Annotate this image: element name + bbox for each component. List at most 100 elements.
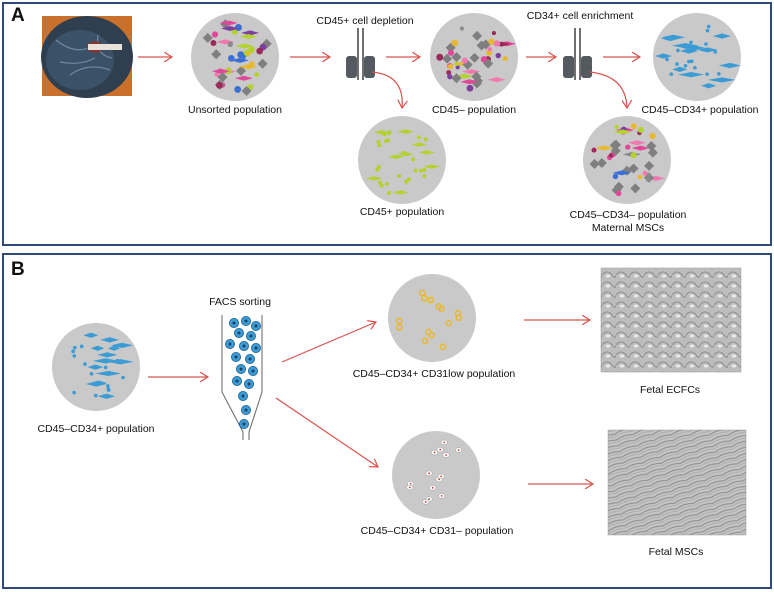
cell-blue: [79, 344, 84, 349]
cd34neg-label: CD45–CD34– population: [569, 209, 687, 221]
cell-blue: [676, 48, 680, 53]
cell-yellow: [421, 337, 429, 345]
arrow-column2-to-cd34neg: [589, 71, 627, 108]
cell-round: [466, 84, 474, 92]
magnetic-column-1: [346, 28, 375, 80]
cell-nucleus: [445, 454, 447, 456]
step1-label: CD45+ cell depletion: [316, 15, 414, 27]
cell-blue: [675, 62, 679, 66]
cell-blue: [89, 371, 94, 376]
cell-blue: [106, 388, 111, 392]
cell-blue: [71, 349, 75, 354]
cell-nucleus: [408, 486, 411, 489]
cell-round: [630, 123, 637, 130]
cell-green: [422, 167, 427, 172]
facs-cell-nucleus: [242, 344, 246, 348]
cell-spindle: [628, 140, 647, 146]
cell-blue-spindle: [661, 34, 686, 40]
cell-green: [377, 143, 382, 148]
fetal-mscs-label: Fetal MSCs: [648, 546, 704, 558]
micrograph-fetal-mscs: [607, 429, 747, 536]
cell-blue-spindle: [701, 83, 717, 89]
cell-blue-spindle: [672, 66, 688, 72]
facs-cell-nucleus: [254, 324, 258, 328]
cell-blue: [94, 393, 98, 398]
cell-grey: [610, 145, 621, 156]
cell-green: [418, 168, 423, 173]
cell-green: [379, 183, 384, 188]
cell-blue-spindle: [654, 53, 672, 59]
cell-green: [406, 177, 411, 182]
cd31low-label: CD45–CD34+ CD31low population: [352, 368, 516, 380]
cell-green-spindle: [392, 190, 409, 195]
cell-round: [447, 63, 454, 70]
cell-grey: [646, 140, 657, 151]
cell-spindle: [211, 68, 230, 74]
cell-blue-spindle: [681, 45, 706, 51]
fetal-ecfcs-label: Fetal ECFCs: [639, 384, 701, 396]
cell-blue-spindle: [107, 359, 134, 365]
input-population-label: CD45–CD34+ population: [37, 423, 155, 435]
arrow-facs-to-cd31neg: [275, 397, 378, 467]
cell-yellow: [396, 324, 403, 331]
cell-round: [637, 174, 643, 180]
magnetic-column-2: [563, 28, 592, 80]
cell-round: [630, 152, 637, 159]
cell-blue: [669, 72, 674, 76]
cell-spindle: [241, 30, 260, 36]
cell-grey: [589, 159, 600, 170]
cell-nucleus: [440, 494, 443, 497]
cell-round: [248, 46, 255, 54]
cell-green-spindle: [423, 164, 440, 169]
cell-green: [377, 180, 382, 185]
yellow-cells-cd31low: [395, 289, 463, 351]
facs-cell-nucleus: [249, 334, 253, 338]
cell-blue-spindle: [679, 48, 699, 54]
placenta-photo: [41, 16, 133, 98]
cell-blue: [693, 65, 697, 70]
dish-cd31neg: [392, 431, 480, 519]
cell-blue-spindle: [97, 393, 116, 399]
cell-spindle: [612, 170, 631, 176]
cell-nucleus: [438, 478, 440, 481]
cell-grey: [483, 58, 494, 69]
cell-grey: [471, 71, 482, 82]
blue-cells-cd34-positive: [654, 24, 741, 89]
cell-round: [637, 126, 644, 133]
cell-green: [382, 132, 387, 137]
cell-blue: [72, 354, 77, 358]
dish-cd45-negative: [430, 13, 518, 101]
cell-green: [375, 167, 380, 172]
cell-blue-spindle: [90, 345, 105, 351]
cell-grey: [442, 53, 453, 64]
facs-cell-nucleus: [247, 382, 251, 386]
cell-round: [461, 57, 468, 64]
cell-green: [397, 174, 402, 179]
cell-spindle: [235, 43, 254, 49]
cell-blue: [665, 57, 669, 62]
facs-cell-nucleus: [235, 379, 239, 383]
cell-green-spindle: [387, 154, 404, 159]
cell-blue: [73, 345, 77, 350]
cell-grey: [469, 52, 480, 63]
step2-label: CD34+ cell enrichment: [526, 10, 634, 22]
cell-round: [649, 132, 656, 140]
cell-round: [216, 81, 223, 89]
cell-spindle: [487, 77, 506, 83]
cell-spindle: [239, 34, 258, 40]
cell-round: [254, 72, 260, 78]
panel-b-label: B: [11, 259, 25, 280]
facs-cell-nucleus: [254, 346, 258, 350]
cell-blue: [717, 72, 721, 76]
facs-cell-nucleus: [228, 342, 232, 346]
mixed-cells-cd34-negative: [589, 123, 666, 197]
cell-grey: [596, 158, 607, 169]
cell-round: [227, 41, 234, 48]
cell-blue-spindle: [87, 364, 104, 370]
cell-spindle: [595, 145, 614, 151]
facs-cell-nucleus: [248, 357, 252, 361]
cell-spindle: [234, 75, 253, 81]
cell-round: [447, 49, 454, 56]
cell-round: [646, 172, 651, 177]
